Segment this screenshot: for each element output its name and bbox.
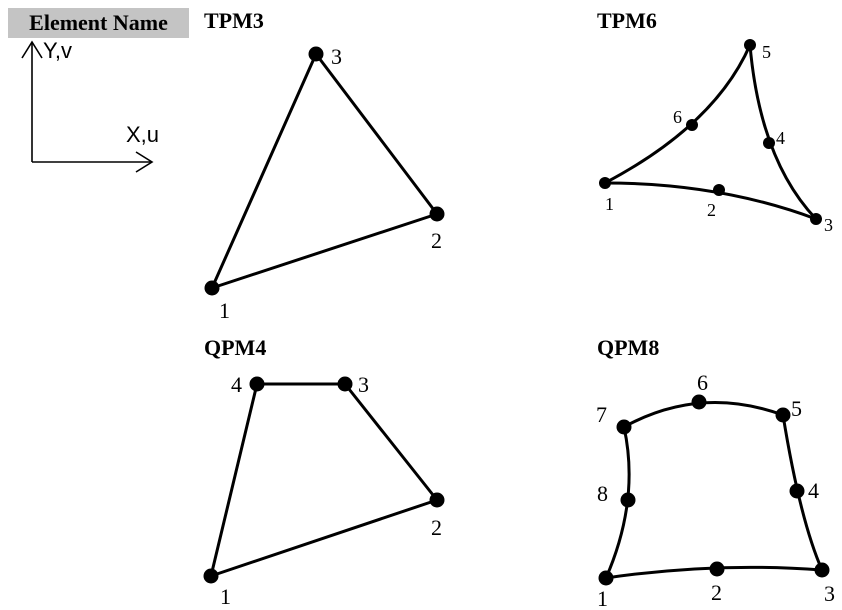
qpm8-element: 1 2 3 4 5 6 7 8: [596, 370, 835, 610]
tpm6-node-5-label: 5: [762, 42, 771, 62]
tpm6-node-1-label: 1: [605, 194, 614, 214]
tpm6-node-5: [744, 39, 756, 51]
tpm3-element: 1 2 3: [204, 44, 445, 323]
qpm8-node-1: [598, 570, 614, 586]
qpm4-node-4-label: 4: [231, 372, 242, 397]
tpm3-node-1-label: 1: [219, 298, 230, 323]
qpm4-node-1-label: 1: [220, 584, 231, 609]
tpm6-node-4-label: 4: [776, 128, 785, 148]
qpm8-node-8: [620, 492, 636, 508]
qpm8-node-5: [775, 407, 791, 423]
qpm8-node-2: [709, 561, 725, 577]
tpm6-node-3-label: 3: [824, 215, 833, 235]
qpm8-node-8-label: 8: [597, 481, 608, 506]
tpm3-node-3: [308, 46, 324, 62]
qpm8-node-2-label: 2: [711, 580, 722, 605]
qpm4-edge-4-1: [209, 382, 259, 578]
qpm4-edge-1-2: [209, 498, 439, 578]
qpm4-node-3-label: 3: [358, 372, 369, 397]
qpm8-edge-right: [781, 413, 824, 572]
tpm6-edge-left: [603, 43, 752, 185]
tpm3-node-2-label: 2: [431, 228, 442, 253]
qpm8-node-6-label: 6: [697, 370, 708, 395]
x-axis-label: X,u: [126, 122, 159, 147]
qpm8-node-4: [789, 483, 805, 499]
y-axis-arrowhead: [21, 40, 43, 59]
tpm3-edge-3-1: [210, 52, 318, 290]
tpm6-node-4: [763, 137, 775, 149]
qpm8-node-3-label: 3: [824, 581, 835, 606]
y-axis-label: Y,v: [43, 38, 72, 63]
tpm3-edge-2-3: [314, 52, 439, 216]
tpm6-node-1: [599, 177, 611, 189]
qpm8-node-4-label: 4: [808, 478, 819, 503]
qpm4-node-2: [429, 492, 445, 508]
qpm8-node-7-label: 7: [596, 402, 607, 427]
coordinate-axes: Y,v X,u: [21, 38, 159, 173]
tpm6-title: TPM6: [597, 8, 657, 33]
tpm3-node-1: [204, 280, 220, 296]
tpm3-edge-1-2: [210, 212, 439, 290]
tpm6-element: 1 2 3 4 5 6: [599, 39, 833, 235]
qpm4-node-2-label: 2: [431, 515, 442, 540]
qpm8-node-3: [814, 562, 830, 578]
qpm8-node-5-label: 5: [791, 396, 802, 421]
qpm4-node-1: [203, 568, 219, 584]
qpm4-edge-2-3: [343, 382, 439, 502]
qpm4-node-3: [337, 376, 353, 392]
tpm6-node-3: [810, 213, 822, 225]
x-axis-arrowhead: [135, 151, 154, 173]
tpm3-node-3-label: 3: [331, 44, 342, 69]
tpm6-node-6-label: 6: [673, 107, 682, 127]
element-name-header: Element Name: [8, 8, 189, 38]
qpm8-node-6: [691, 394, 707, 410]
tpm3-title: TPM3: [204, 8, 264, 33]
tpm6-node-2-label: 2: [707, 200, 716, 220]
qpm4-element: 1 2 3 4: [203, 372, 445, 609]
tpm6-node-2: [713, 184, 725, 196]
qpm8-node-7: [616, 419, 632, 435]
qpm8-title: QPM8: [597, 335, 660, 360]
tpm3-node-2: [429, 206, 445, 222]
qpm4-node-4: [249, 376, 265, 392]
qpm8-node-1-label: 1: [597, 586, 608, 610]
qpm4-title: QPM4: [204, 335, 267, 360]
tpm6-node-6: [686, 119, 698, 131]
